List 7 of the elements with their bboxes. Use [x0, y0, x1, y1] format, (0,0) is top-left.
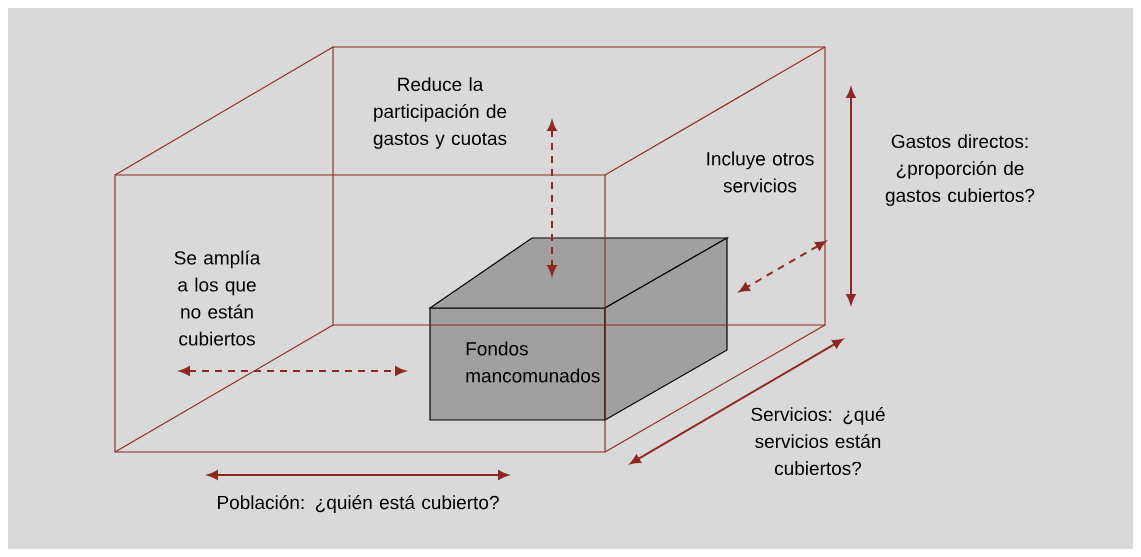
- box-label: Fondos mancomunados: [466, 341, 600, 383]
- annotation-text: Se amplía a los que no están cubiertos: [174, 250, 261, 346]
- annotation-text: Gastos directos: ¿proporción de gastos cubiertos?: [885, 134, 1035, 206]
- annotation-text: Servicios: ¿qué servicios están cubiertos?: [751, 406, 885, 476]
- annotation-text: Incluye otros servicios: [707, 151, 814, 193]
- annotation-text: Población: ¿quién está cubierto?: [218, 495, 499, 513]
- annotation-text: Reduce la participación de gastos y cuotas: [373, 77, 507, 149]
